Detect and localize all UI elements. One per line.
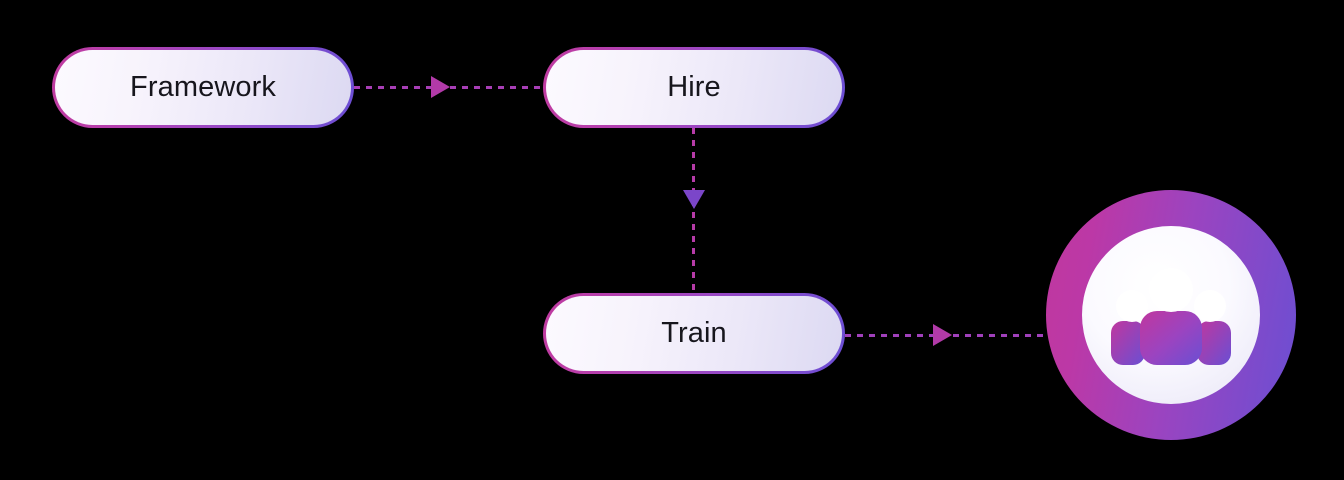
- node-train[interactable]: Train: [543, 293, 845, 374]
- people-badge-inner: [1082, 226, 1260, 404]
- node-hire-label: Hire: [667, 71, 721, 103]
- node-framework-label: Framework: [130, 71, 276, 103]
- node-hire[interactable]: Hire: [543, 47, 845, 128]
- node-framework[interactable]: Framework: [52, 47, 354, 128]
- node-framework-body: Framework: [55, 50, 351, 125]
- arrowhead-hire-to-train: [683, 190, 705, 209]
- arrowhead-framework-to-hire: [431, 76, 450, 98]
- arrowhead-train-to-people: [933, 324, 952, 346]
- connector-hire-to-train: [692, 128, 695, 294]
- node-train-body: Train: [546, 296, 842, 371]
- people-group-icon: [1111, 268, 1231, 365]
- node-train-label: Train: [661, 317, 727, 349]
- node-hire-body: Hire: [546, 50, 842, 125]
- people-badge[interactable]: [1046, 190, 1296, 440]
